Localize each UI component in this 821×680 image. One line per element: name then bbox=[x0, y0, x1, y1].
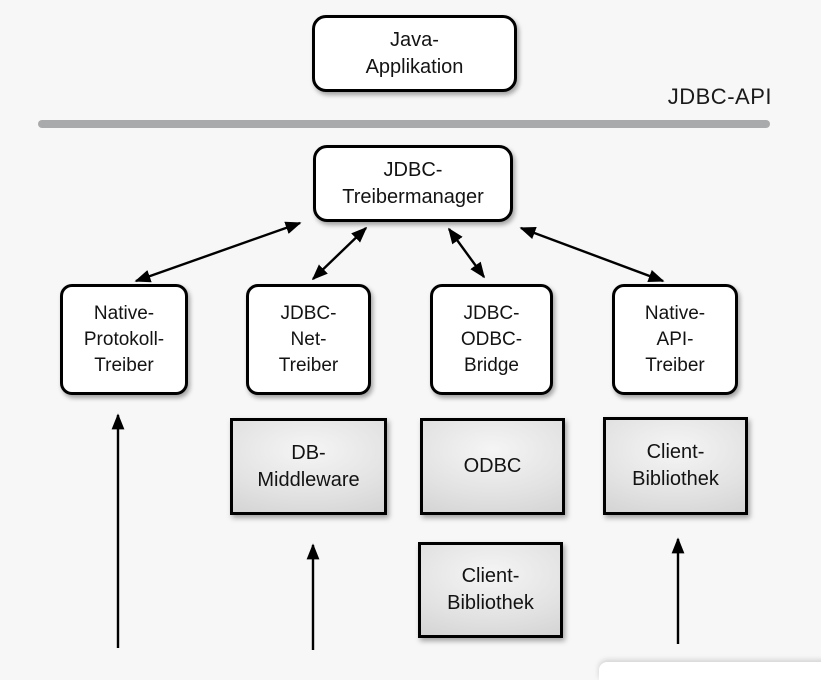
node-label-line: Native- bbox=[644, 302, 706, 324]
node-label-line: Bibliothek bbox=[447, 592, 534, 614]
arrow-manager-jdbc-net bbox=[311, 226, 368, 281]
node-label-line: Client- bbox=[646, 441, 705, 463]
node-label-line: Bibliothek bbox=[632, 468, 719, 490]
jdbc-api-divider-line bbox=[38, 120, 770, 128]
node-label-line: Treiber bbox=[645, 354, 705, 376]
node-native-api-treiber: Native- API- Treiber bbox=[612, 284, 738, 395]
node-label-line: ODBC bbox=[463, 455, 522, 477]
node-label-line: Treiber bbox=[94, 354, 154, 376]
node-label-line: ODBC- bbox=[460, 328, 523, 350]
node-db-middleware: DB- Middleware bbox=[230, 418, 387, 515]
node-partial-bottom-right bbox=[599, 662, 821, 680]
node-label-line: Middleware bbox=[257, 468, 360, 491]
node-native-protokoll-treiber: Native- Protokoll- Treiber bbox=[60, 284, 188, 395]
node-label-line: Protokoll- bbox=[83, 328, 165, 350]
node-label-line: Native- bbox=[93, 302, 155, 324]
node-label-line: API- bbox=[656, 328, 694, 350]
node-label-line: DB- bbox=[291, 441, 326, 464]
arrow-manager-native-protokoll bbox=[134, 221, 302, 283]
node-label-line: Java- bbox=[390, 28, 439, 51]
node-label-line: Net- bbox=[290, 328, 327, 350]
node-jdbc-treibermanager: JDBC- Treibermanager bbox=[313, 145, 513, 222]
node-label-line: Bridge bbox=[464, 354, 519, 376]
node-label-line: Treibermanager bbox=[342, 185, 484, 208]
arrow-manager-jdbc-odbc bbox=[448, 227, 485, 279]
node-client-bibliothek-native: Client- Bibliothek bbox=[603, 417, 748, 515]
node-client-bibliothek-odbc: Client- Bibliothek bbox=[418, 542, 563, 638]
node-label-line: Applikation bbox=[365, 55, 464, 78]
node-label-line: Client- bbox=[461, 565, 520, 587]
node-jdbc-odbc-bridge: JDBC- ODBC- Bridge bbox=[430, 284, 553, 395]
node-java-applikation: Java- Applikation bbox=[312, 15, 517, 92]
jdbc-api-label: JDBC-API bbox=[667, 84, 772, 109]
node-jdbc-net-treiber: JDBC- Net- Treiber bbox=[246, 284, 371, 395]
arrow-manager-native-api bbox=[519, 226, 665, 283]
node-label-line: Treiber bbox=[278, 354, 339, 376]
node-label-line: JDBC- bbox=[463, 302, 520, 324]
node-odbc: ODBC bbox=[420, 418, 565, 515]
node-label-line: JDBC- bbox=[280, 302, 337, 324]
node-label-line: JDBC- bbox=[383, 158, 443, 181]
